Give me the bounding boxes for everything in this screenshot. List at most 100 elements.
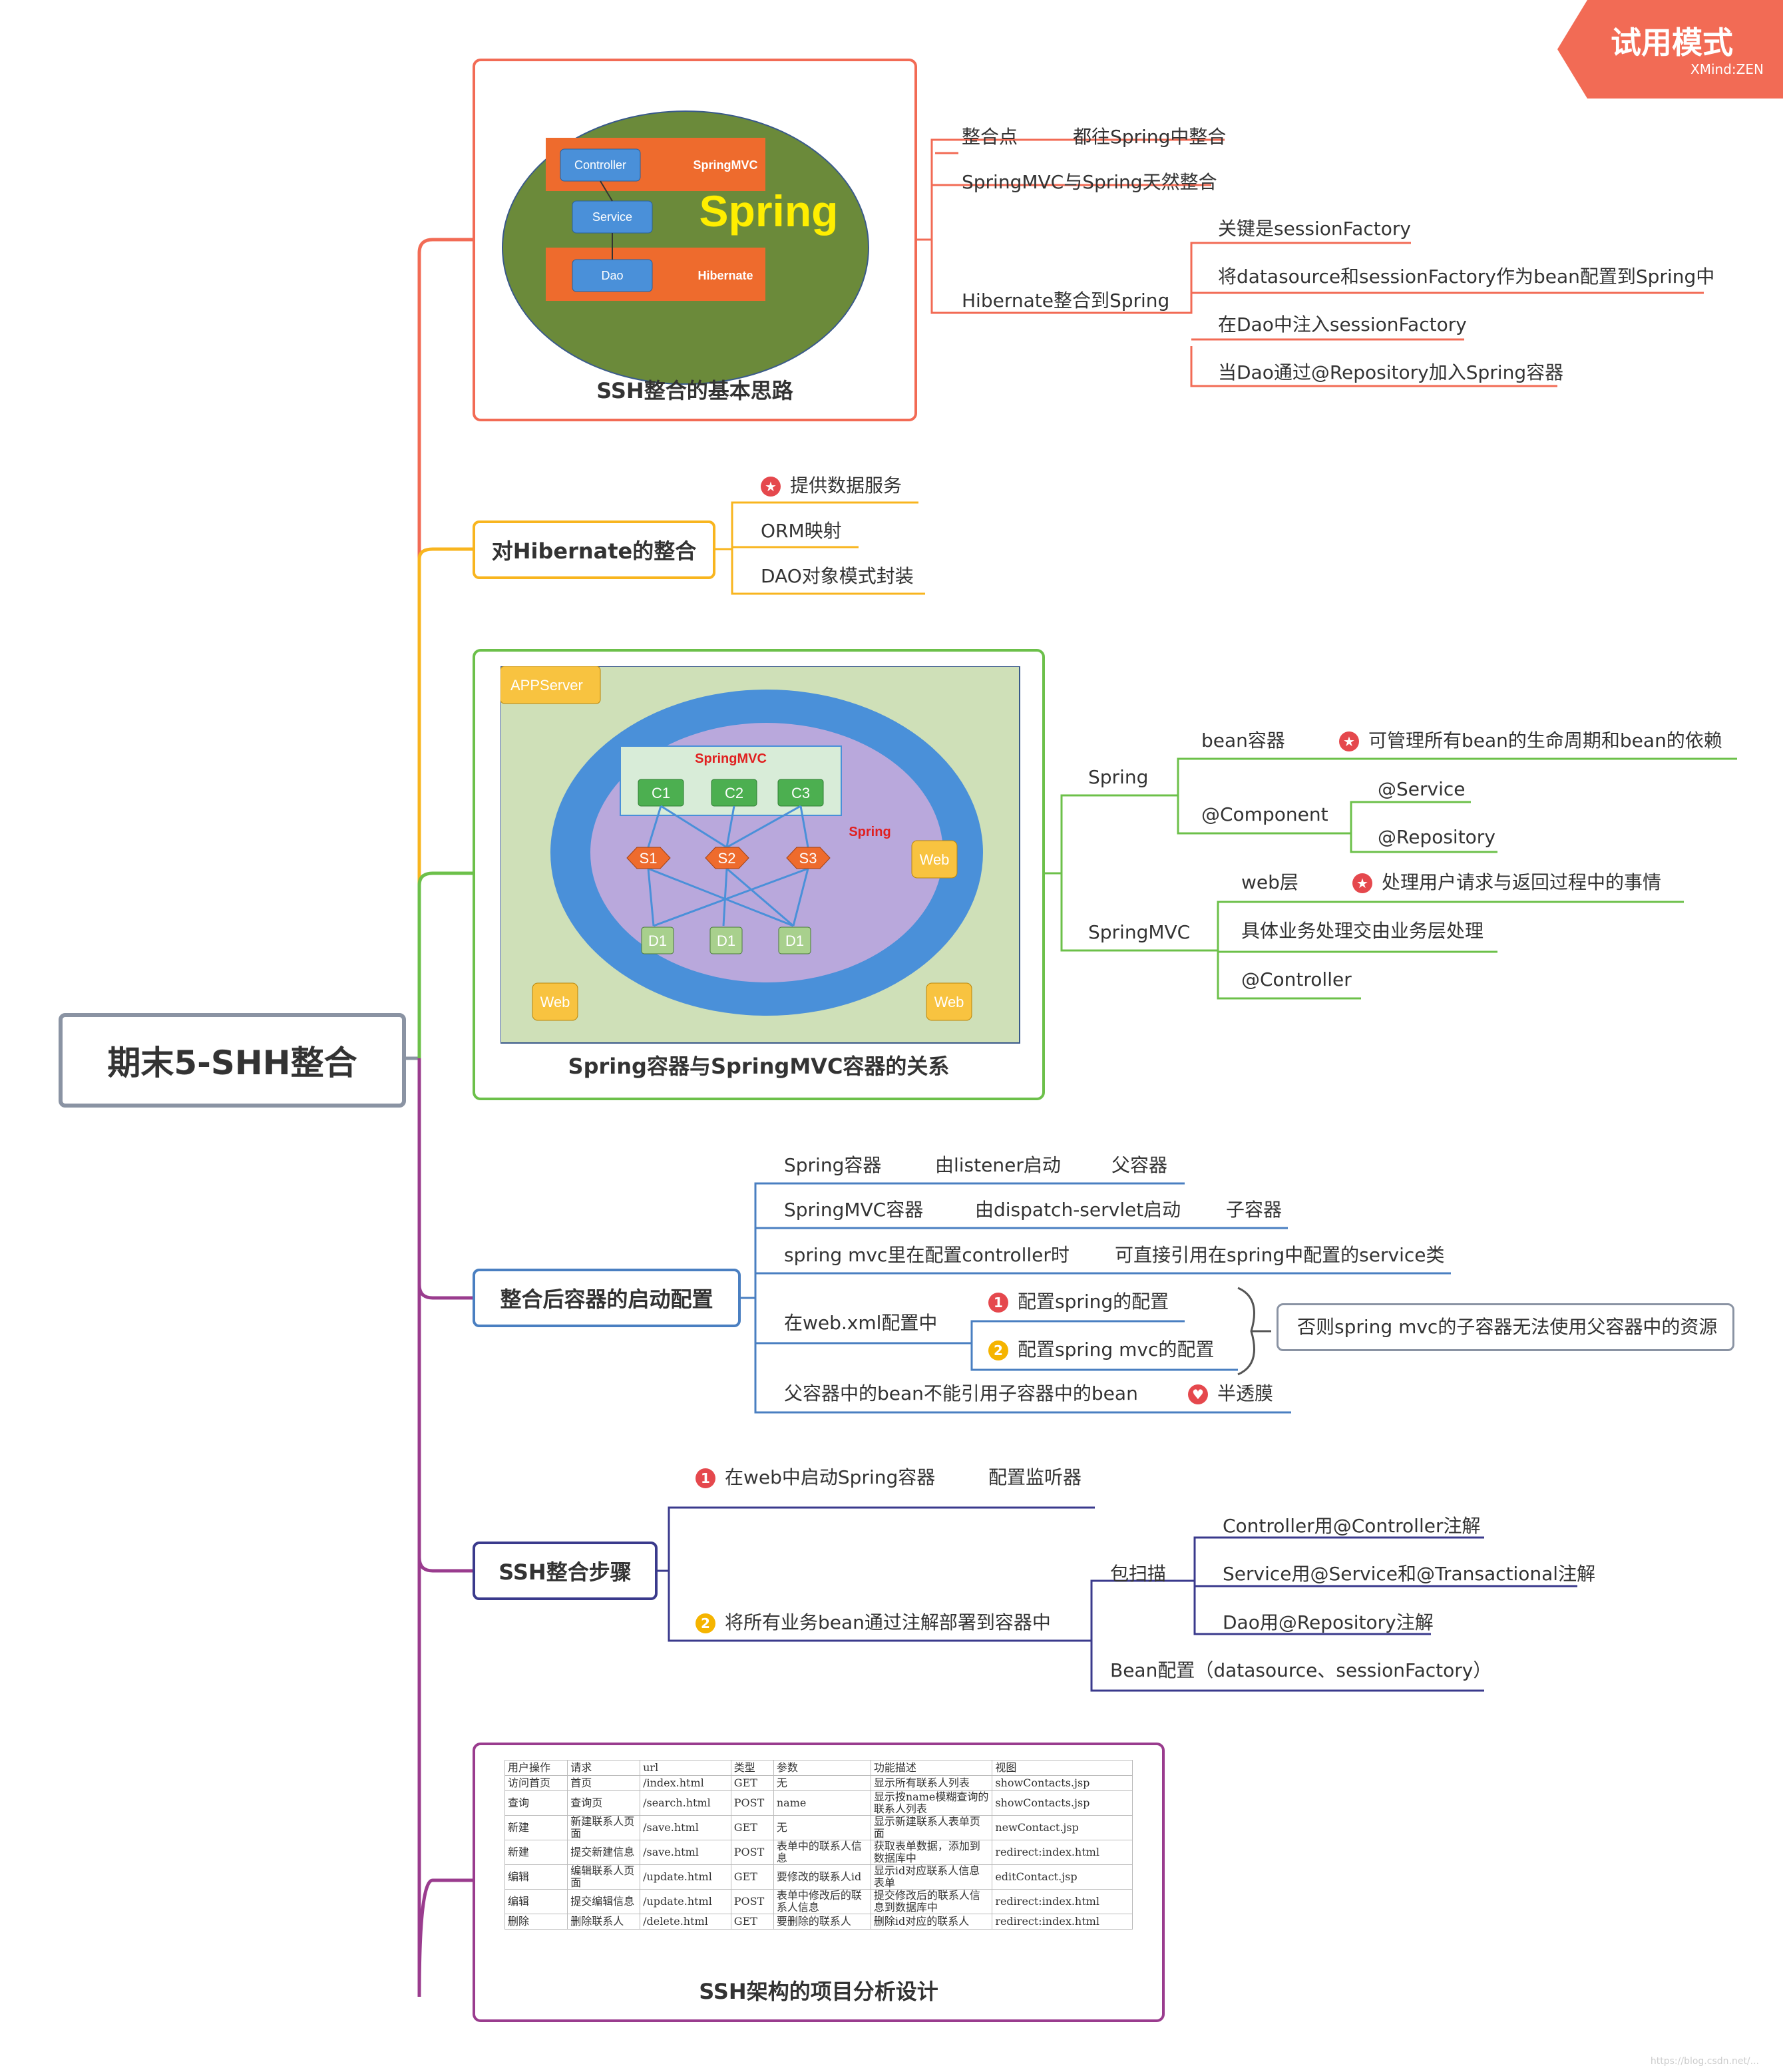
table-cell: 用户操作 [504,1760,568,1776]
b5-service-annotation[interactable]: Service用@Service和@Transactional注解 [1223,1563,1596,1585]
b4-spring-container[interactable]: Spring容器 [784,1154,882,1176]
b3-repository[interactable]: @Repository [1378,826,1495,848]
table-cell: 无 [773,1775,871,1791]
img-dao: Dao [601,269,623,282]
img-spring: Spring [699,186,839,236]
root-topic[interactable]: 期末5-SHH整合 [59,1013,406,1108]
img-springmvc: SpringMVC [693,158,758,172]
branch2-topic[interactable]: 对Hibernate的整合 [473,520,715,579]
b4-mvc-dispatch[interactable]: 由dispatch-servlet启动 [975,1199,1181,1221]
table-cell: 提交修改后的联系人信息到数据库中 [870,1889,993,1914]
b4-webxml[interactable]: 在web.xml配置中 [784,1312,938,1334]
number-1-icon: 1 [988,1293,1008,1313]
heart-icon: ♥ [1188,1384,1208,1404]
table-cell: 要删除的联系人 [773,1914,871,1930]
table-cell: 提交新建信息 [567,1840,641,1865]
branch4-topic[interactable]: 整合后容器的启动配置 [473,1269,741,1327]
branch3-image-topic[interactable]: APPServer SpringMVC Spring C1 C2 C3 S1 S… [473,649,1045,1100]
b3-springmvc[interactable]: SpringMVC [1088,921,1191,943]
b3-web-layer[interactable]: web层 [1241,871,1298,893]
table-cell: 功能描述 [870,1760,993,1776]
b1-integration-point[interactable]: 整合点 [962,126,1018,148]
b4-spring-listener[interactable]: 由listener启动 [935,1154,1061,1176]
b5-listener[interactable]: 配置监听器 [988,1466,1082,1488]
b4-child-container[interactable]: 子容器 [1226,1199,1283,1221]
img-s2: S2 [718,850,736,867]
branch5-topic[interactable]: SSH整合步骤 [473,1542,658,1600]
b1-hibernate-to-spring[interactable]: Hibernate整合到Spring [962,290,1170,311]
b3-spring[interactable]: Spring [1088,766,1149,788]
img-c3: C3 [791,785,810,801]
b1-integration-point-detail[interactable]: 都往Spring中整合 [1073,126,1227,148]
b1-springmvc-natural[interactable]: SpringMVC与Spring天然整合 [962,171,1217,193]
table-cell: 编辑 [504,1864,568,1890]
b5-bean-config[interactable]: Bean配置（datasource、sessionFactory） [1110,1659,1492,1681]
b3-biz-layer[interactable]: 具体业务处理交由业务层处理 [1241,920,1484,942]
img-web-br: Web [934,994,964,1010]
table-cell: /search.html [640,1790,731,1816]
trial-mode-badge[interactable]: 试用模式 XMind:ZEN [1557,0,1783,99]
root-topic-label: 期末5-SHH整合 [107,1044,357,1082]
b2-data-service[interactable]: ★提供数据服务 [761,474,902,498]
b3-bean-container[interactable]: bean容器 [1201,729,1285,751]
branch1-image-topic[interactable]: Controller Service Dao SpringMVC Hiberna… [473,59,917,421]
b2-orm-mapping[interactable]: ORM映射 [761,520,842,542]
table-cell: GET [730,1775,774,1791]
table-cell: 查询页 [567,1790,641,1816]
table-cell: /update.html [640,1889,731,1914]
img-appserver: APPServer [510,677,583,694]
b3-bean-note[interactable]: ★可管理所有bean的生命周期和bean的依赖 [1339,729,1722,753]
b3-web-note[interactable]: ★处理用户请求与返回过程中的事情 [1352,871,1661,895]
table-cell: editContact.jsp [992,1864,1133,1890]
table-cell: 视图 [992,1760,1133,1776]
table-cell: 新建联系人页面 [567,1815,641,1840]
b4-reference-service[interactable]: 可直接引用在spring中配置的service类 [1115,1244,1445,1266]
b5-package-scan[interactable]: 包扫描 [1110,1563,1167,1585]
b1-key-sessionfactory[interactable]: 关键是sessionFactory [1218,218,1411,240]
badge-shape [1557,0,1783,99]
b1-repository-container[interactable]: 当Dao通过@Repository加入Spring容器 [1218,361,1564,383]
table-cell: 表单中修改后的联系人信息 [773,1889,871,1914]
b5-controller-annotation[interactable]: Controller用@Controller注解 [1223,1515,1481,1537]
b4-mvc-container[interactable]: SpringMVC容器 [784,1199,924,1221]
table-cell: 首页 [567,1775,641,1791]
table-cell: 类型 [730,1760,774,1776]
table-cell: /save.html [640,1840,731,1865]
table-cell: 显示按name模糊查询的联系人列表 [870,1790,993,1816]
b3-component[interactable]: @Component [1201,803,1328,825]
b1-inject-sessionfactory[interactable]: 在Dao中注入sessionFactory [1218,313,1467,335]
branch6-caption: SSH架构的项目分析设计 [699,1979,938,2004]
b3-controller[interactable]: @Controller [1241,968,1352,990]
b1-datasource-bean[interactable]: 将datasource和sessionFactory作为bean配置到Sprin… [1218,266,1715,288]
b4-mvc-controller[interactable]: spring mvc里在配置controller时 [784,1244,1070,1266]
table-cell: 新建 [504,1815,568,1840]
img-d1b: D1 [717,932,735,949]
table-cell: POST [730,1840,774,1865]
table-cell: POST [730,1889,774,1914]
b4-summary[interactable]: 否则spring mvc的子容器无法使用父容器中的资源 [1277,1303,1734,1351]
b4-parent-container[interactable]: 父容器 [1111,1154,1168,1176]
img-s1: S1 [640,850,658,867]
b4-semi-permeable[interactable]: ♥半透膜 [1188,1382,1273,1406]
table-cell: 表单中的联系人信息 [773,1840,871,1865]
star-icon: ★ [1339,731,1359,751]
b4-bean-no-ref[interactable]: 父容器中的bean不能引用子容器中的bean [784,1382,1138,1404]
b3-service[interactable]: @Service [1378,778,1466,800]
b2-dao-pattern[interactable]: DAO对象模式封装 [761,565,914,587]
table-cell: 显示新建联系人表单页面 [870,1815,993,1840]
table-cell: showContacts.jsp [992,1790,1133,1816]
b5-dao-annotation[interactable]: Dao用@Repository注解 [1223,1611,1434,1633]
img-d1c: D1 [785,932,804,949]
table-cell: 访问首页 [504,1775,568,1791]
